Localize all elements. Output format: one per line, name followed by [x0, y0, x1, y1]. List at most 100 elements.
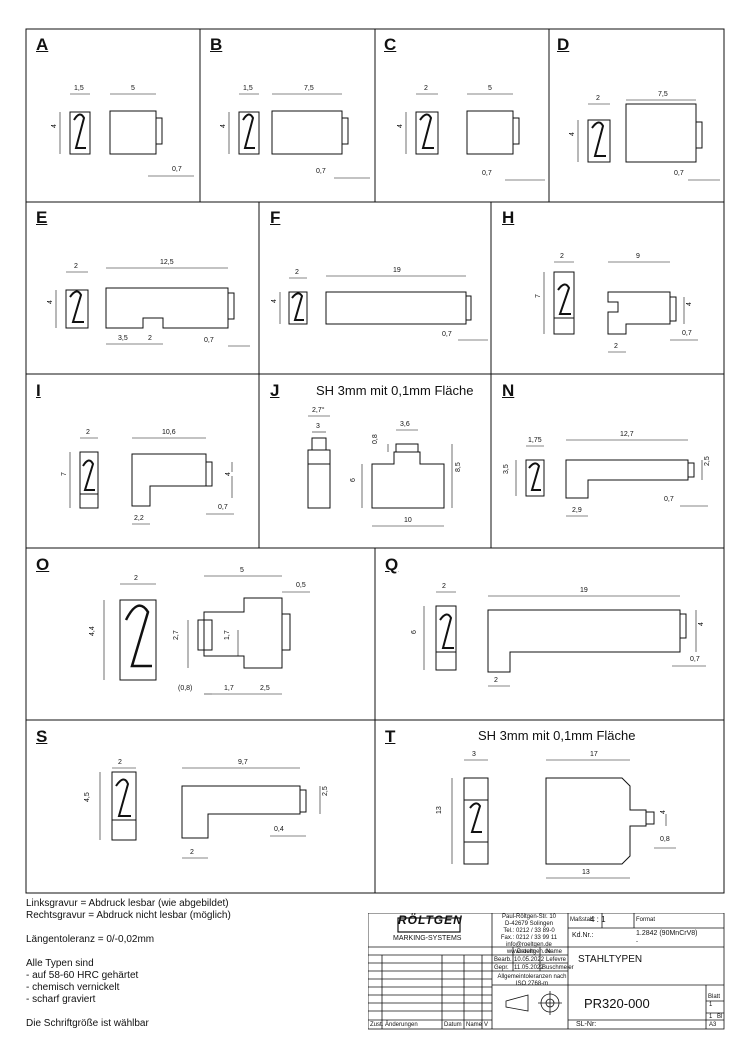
bl-label: Bl: [717, 1014, 723, 1020]
dim-label-h-h: 7: [535, 294, 543, 298]
dim-label-i-w-char: 2: [86, 429, 90, 437]
dim-label-c-w-char: 2: [424, 85, 428, 93]
dim-label-s-h-small: 2,5: [322, 786, 330, 796]
tolerance: Allgemeintoleranzen nach ISO 2768-m: [497, 974, 567, 987]
drawing-number: PR320-000: [584, 996, 650, 1011]
zust-label: Zust.: [370, 1022, 384, 1028]
dim-label-o-h17: 1,7: [224, 630, 232, 640]
dim-label-h-tab: 0,7: [682, 330, 692, 338]
cell-letter-s: S: [36, 727, 48, 746]
dim-label-e-tab: 0,7: [204, 337, 214, 345]
dim-label-s-foot: 2: [190, 849, 194, 857]
bearb-name: Lefevre: [546, 957, 567, 963]
cell-letter-b: B: [210, 35, 223, 54]
logo-subtitle: MARKING-SYSTEMS: [393, 935, 462, 942]
char-block-a: [69, 111, 91, 155]
dim-label-o-w-body: 5: [240, 567, 244, 575]
dim-label-h-w-char: 2: [560, 253, 564, 261]
dim-label-q-tab: 0,7: [690, 656, 700, 664]
dim-label-o-b08: (0,8): [178, 685, 193, 693]
dim-label-e-notch-b: 2: [148, 335, 152, 343]
note-line: [26, 1006, 231, 1018]
dim-label-s-h: 4,5: [84, 792, 92, 802]
glyph-2-a: [73, 113, 86, 149]
cell-t-subtitle: SH 3mm mit 0,1mm Fläche: [478, 728, 636, 743]
cell-letter-q: Q: [385, 555, 399, 574]
bearb-date: 10.05.2022: [514, 957, 545, 963]
address-line: info@roeltgen.de: [506, 942, 552, 948]
dim-label-h-h-small: 4: [686, 302, 694, 306]
note-line: Rechtsgravur = Abdruck nicht lesbar (mög…: [26, 910, 231, 921]
dim-label-i-h-small: 4: [225, 472, 233, 476]
dim-label-e-notch-a: 3,5: [118, 335, 128, 343]
dim-label-j-angle: 2,7°: [312, 407, 325, 415]
dim-label-c-w-body: 5: [488, 85, 492, 93]
dim-label-i-tab: 0,7: [218, 504, 228, 512]
dim-label-d-w-char: 2: [596, 95, 600, 103]
dim-label-t-tab: 0,8: [660, 836, 670, 844]
cell-letter-j: J: [270, 381, 280, 400]
cell-letter-t: T: [385, 727, 396, 746]
dim-label-b-w-body: 7,5: [304, 85, 314, 93]
note-line: Die Schriftgröße ist wählbar: [26, 1018, 149, 1029]
dim-label-n-w-char: 1,75: [528, 437, 542, 445]
dim-label-b-w-char: 1,5: [243, 85, 253, 93]
dim-label-o-h: 4,4: [89, 626, 97, 636]
kd-label: Kd.Nr.:: [572, 932, 594, 939]
format-label: Format: [636, 917, 656, 923]
dim-label-o-w-char: 2: [134, 575, 138, 583]
note-line: [26, 922, 231, 934]
aenderungen-label: Änderungen: [385, 1022, 418, 1028]
dim-label-a-w-body: 5: [131, 85, 135, 93]
dim-label-o-tab: 0,5: [296, 582, 306, 590]
company-logo: RÖLTGEN: [398, 913, 463, 927]
dim-label-e-w-body: 12,5: [160, 259, 174, 267]
blatt-value: 1: [709, 1002, 713, 1008]
v-label: V: [484, 1022, 489, 1028]
sl-label: SL-Nr:: [576, 1021, 597, 1028]
dim-label-s-w-body: 9,7: [238, 759, 248, 767]
dim-label-t-h-small: 4: [660, 810, 668, 814]
dim-label-i-w-body: 10,6: [162, 429, 176, 437]
dim-label-d-tab: 0,7: [674, 170, 684, 178]
scale-label: Maßstab:: [570, 917, 596, 923]
dim-label-i-h: 7: [61, 472, 69, 476]
dim-label-n-h: 3,5: [503, 464, 511, 474]
dim-label-h-w-body: 9: [636, 253, 640, 261]
scale-value: 4 : 1: [590, 915, 606, 924]
title-block: [368, 913, 725, 1030]
cell-j-subtitle: SH 3mm mit 0,1mm Fläche: [316, 383, 474, 398]
dim-label-b-h: 4: [220, 124, 228, 128]
cell-letter-n: N: [502, 381, 515, 400]
dim-label-t-w-char: 3: [472, 751, 476, 759]
dim-label-o-h27: 2,7: [173, 630, 181, 640]
material-sub: -: [636, 939, 638, 945]
dim-label-h-foot: 2: [614, 343, 618, 351]
dim-label-o-b17: 1,7: [224, 685, 234, 693]
dim-label-j-h08: 0,8: [372, 434, 380, 444]
dim-label-i-foot: 2,2: [134, 515, 144, 523]
cell-letter-h: H: [502, 208, 515, 227]
dim-label-a-w-char: 1,5: [74, 85, 84, 93]
note-line: - scharf graviert: [26, 994, 96, 1005]
dim-label-n-h-small: 2,5: [704, 456, 712, 466]
dim-label-j-h85: 8,5: [455, 462, 463, 472]
cell-letter-e: E: [36, 208, 48, 227]
note-line: - auf 58-60 HRC gehärtet: [26, 970, 139, 981]
dim-label-t-bottom: 13: [582, 869, 590, 877]
dim-label-a-h: 4: [51, 124, 59, 128]
name-label: Name: [466, 1022, 483, 1028]
dim-label-j-w10: 10: [404, 517, 412, 525]
dim-label-t-h: 13: [436, 806, 444, 814]
dim-label-c-tab: 0,7: [482, 170, 492, 178]
dim-label-q-w-body: 19: [580, 587, 588, 595]
address-line: Tel.: 0212 / 33 89-0: [503, 928, 555, 934]
dim-label-f-w-char: 2: [295, 269, 299, 277]
address-line: Paul-Röltgen-Str. 10: [501, 914, 557, 920]
header-datum: Datum: [517, 949, 535, 955]
note-line: Längentoleranz = 0/-0,02mm: [26, 934, 155, 945]
dim-label-d-w-body: 7,5: [658, 91, 668, 99]
cell-letter-d: D: [557, 35, 570, 54]
dim-label-q-w-char: 2: [442, 583, 446, 591]
